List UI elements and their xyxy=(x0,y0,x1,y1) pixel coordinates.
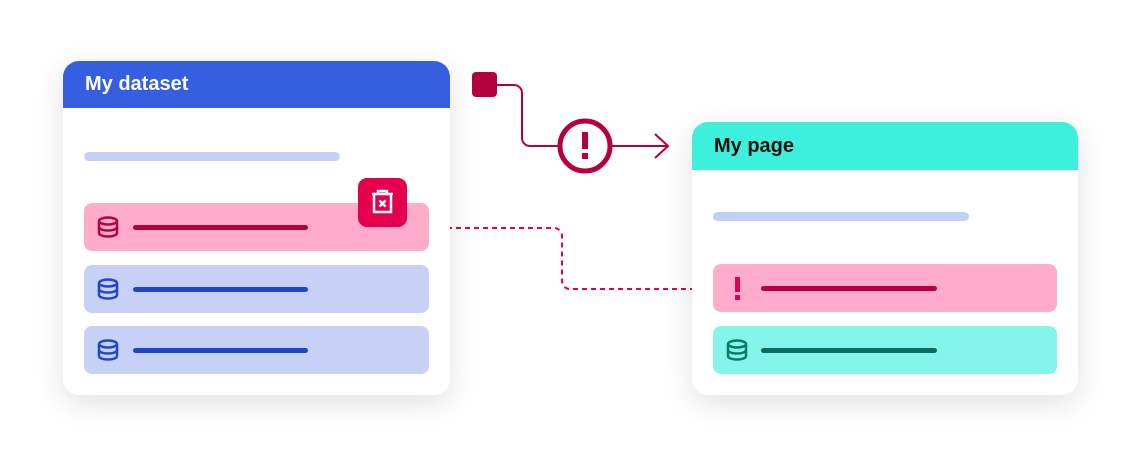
broken-link-line xyxy=(429,227,713,290)
database-icon xyxy=(97,339,119,361)
source-node xyxy=(472,72,497,97)
item-line xyxy=(761,285,937,291)
database-icon xyxy=(726,339,748,361)
delete-button[interactable] xyxy=(358,178,407,227)
exclamation-circle-icon xyxy=(557,118,613,174)
list-item[interactable] xyxy=(84,326,429,374)
arrow-right-icon xyxy=(610,133,670,159)
item-line xyxy=(761,347,937,353)
item-line xyxy=(133,224,308,230)
database-icon xyxy=(97,278,119,300)
database-icon xyxy=(97,216,119,238)
exclamation-icon xyxy=(735,277,740,300)
list-item-error[interactable] xyxy=(713,264,1057,312)
list-item[interactable] xyxy=(84,265,429,313)
item-line xyxy=(133,286,308,292)
dataset-card: My dataset xyxy=(63,61,450,395)
placeholder-bar xyxy=(84,152,340,161)
list-item[interactable] xyxy=(713,326,1057,374)
page-card-title: My page xyxy=(692,122,1078,170)
item-line xyxy=(133,347,308,353)
connector-line xyxy=(497,84,558,147)
dataset-card-title: My dataset xyxy=(63,61,450,108)
placeholder-bar xyxy=(713,212,969,221)
page-card: My page xyxy=(692,122,1078,395)
trash-icon xyxy=(372,189,393,214)
